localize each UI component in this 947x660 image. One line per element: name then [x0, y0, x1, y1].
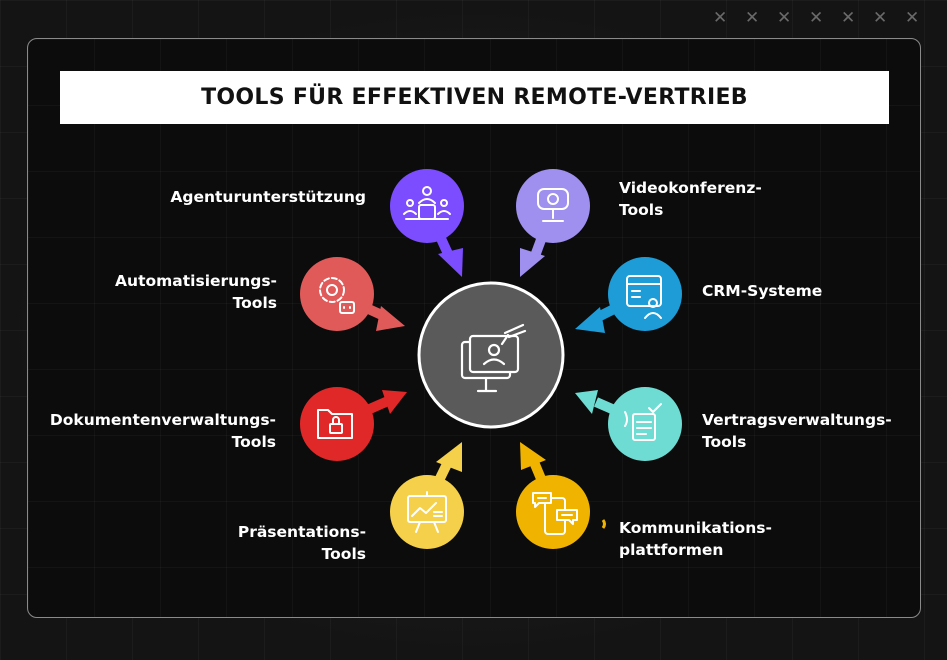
label-kommunikation: Kommunikations-plattformen [619, 519, 772, 559]
node-praesentation [390, 475, 464, 549]
center-hub [417, 281, 565, 429]
label-agentur: Agenturunterstützung [170, 188, 366, 206]
locked-folder-icon [317, 409, 353, 439]
contract-sign-icon [624, 403, 662, 441]
label-video: Videokonferenz-Tools [619, 179, 762, 219]
label-automatisierung: Automatisierungs-Tools [115, 272, 277, 312]
diagram-title: TOOLS FÜR EFFEKTIVEN REMOTE-VERTRIEB [201, 85, 748, 110]
node-kommunikation [516, 475, 590, 549]
label-dokumente: Dokumentenverwaltungs-Tools [49, 411, 276, 451]
label-crm: CRM-Systeme [702, 282, 823, 300]
chat-phone-icon [532, 492, 578, 535]
webcam-icon [537, 188, 569, 222]
node-automatisierung [300, 257, 374, 331]
title-bar: TOOLS FÜR EFFEKTIVEN REMOTE-VERTRIEB [60, 71, 889, 124]
node-agentur [390, 169, 464, 243]
label-vertrag: Vertragsverwaltungs-Tools [702, 411, 892, 451]
node-crm [608, 257, 682, 331]
presentation-board-icon [407, 491, 447, 533]
presentation-user-monitor-icon [460, 323, 527, 393]
label-praesentation: Präsentations-Tools [237, 523, 366, 563]
gear-robot-icon [319, 277, 355, 314]
contact-window-icon [626, 275, 662, 319]
team-meeting-icon [403, 186, 451, 220]
decorative-tick [601, 519, 606, 529]
node-dokumente [300, 387, 374, 461]
node-vertrag [608, 387, 682, 461]
node-video [516, 169, 590, 243]
